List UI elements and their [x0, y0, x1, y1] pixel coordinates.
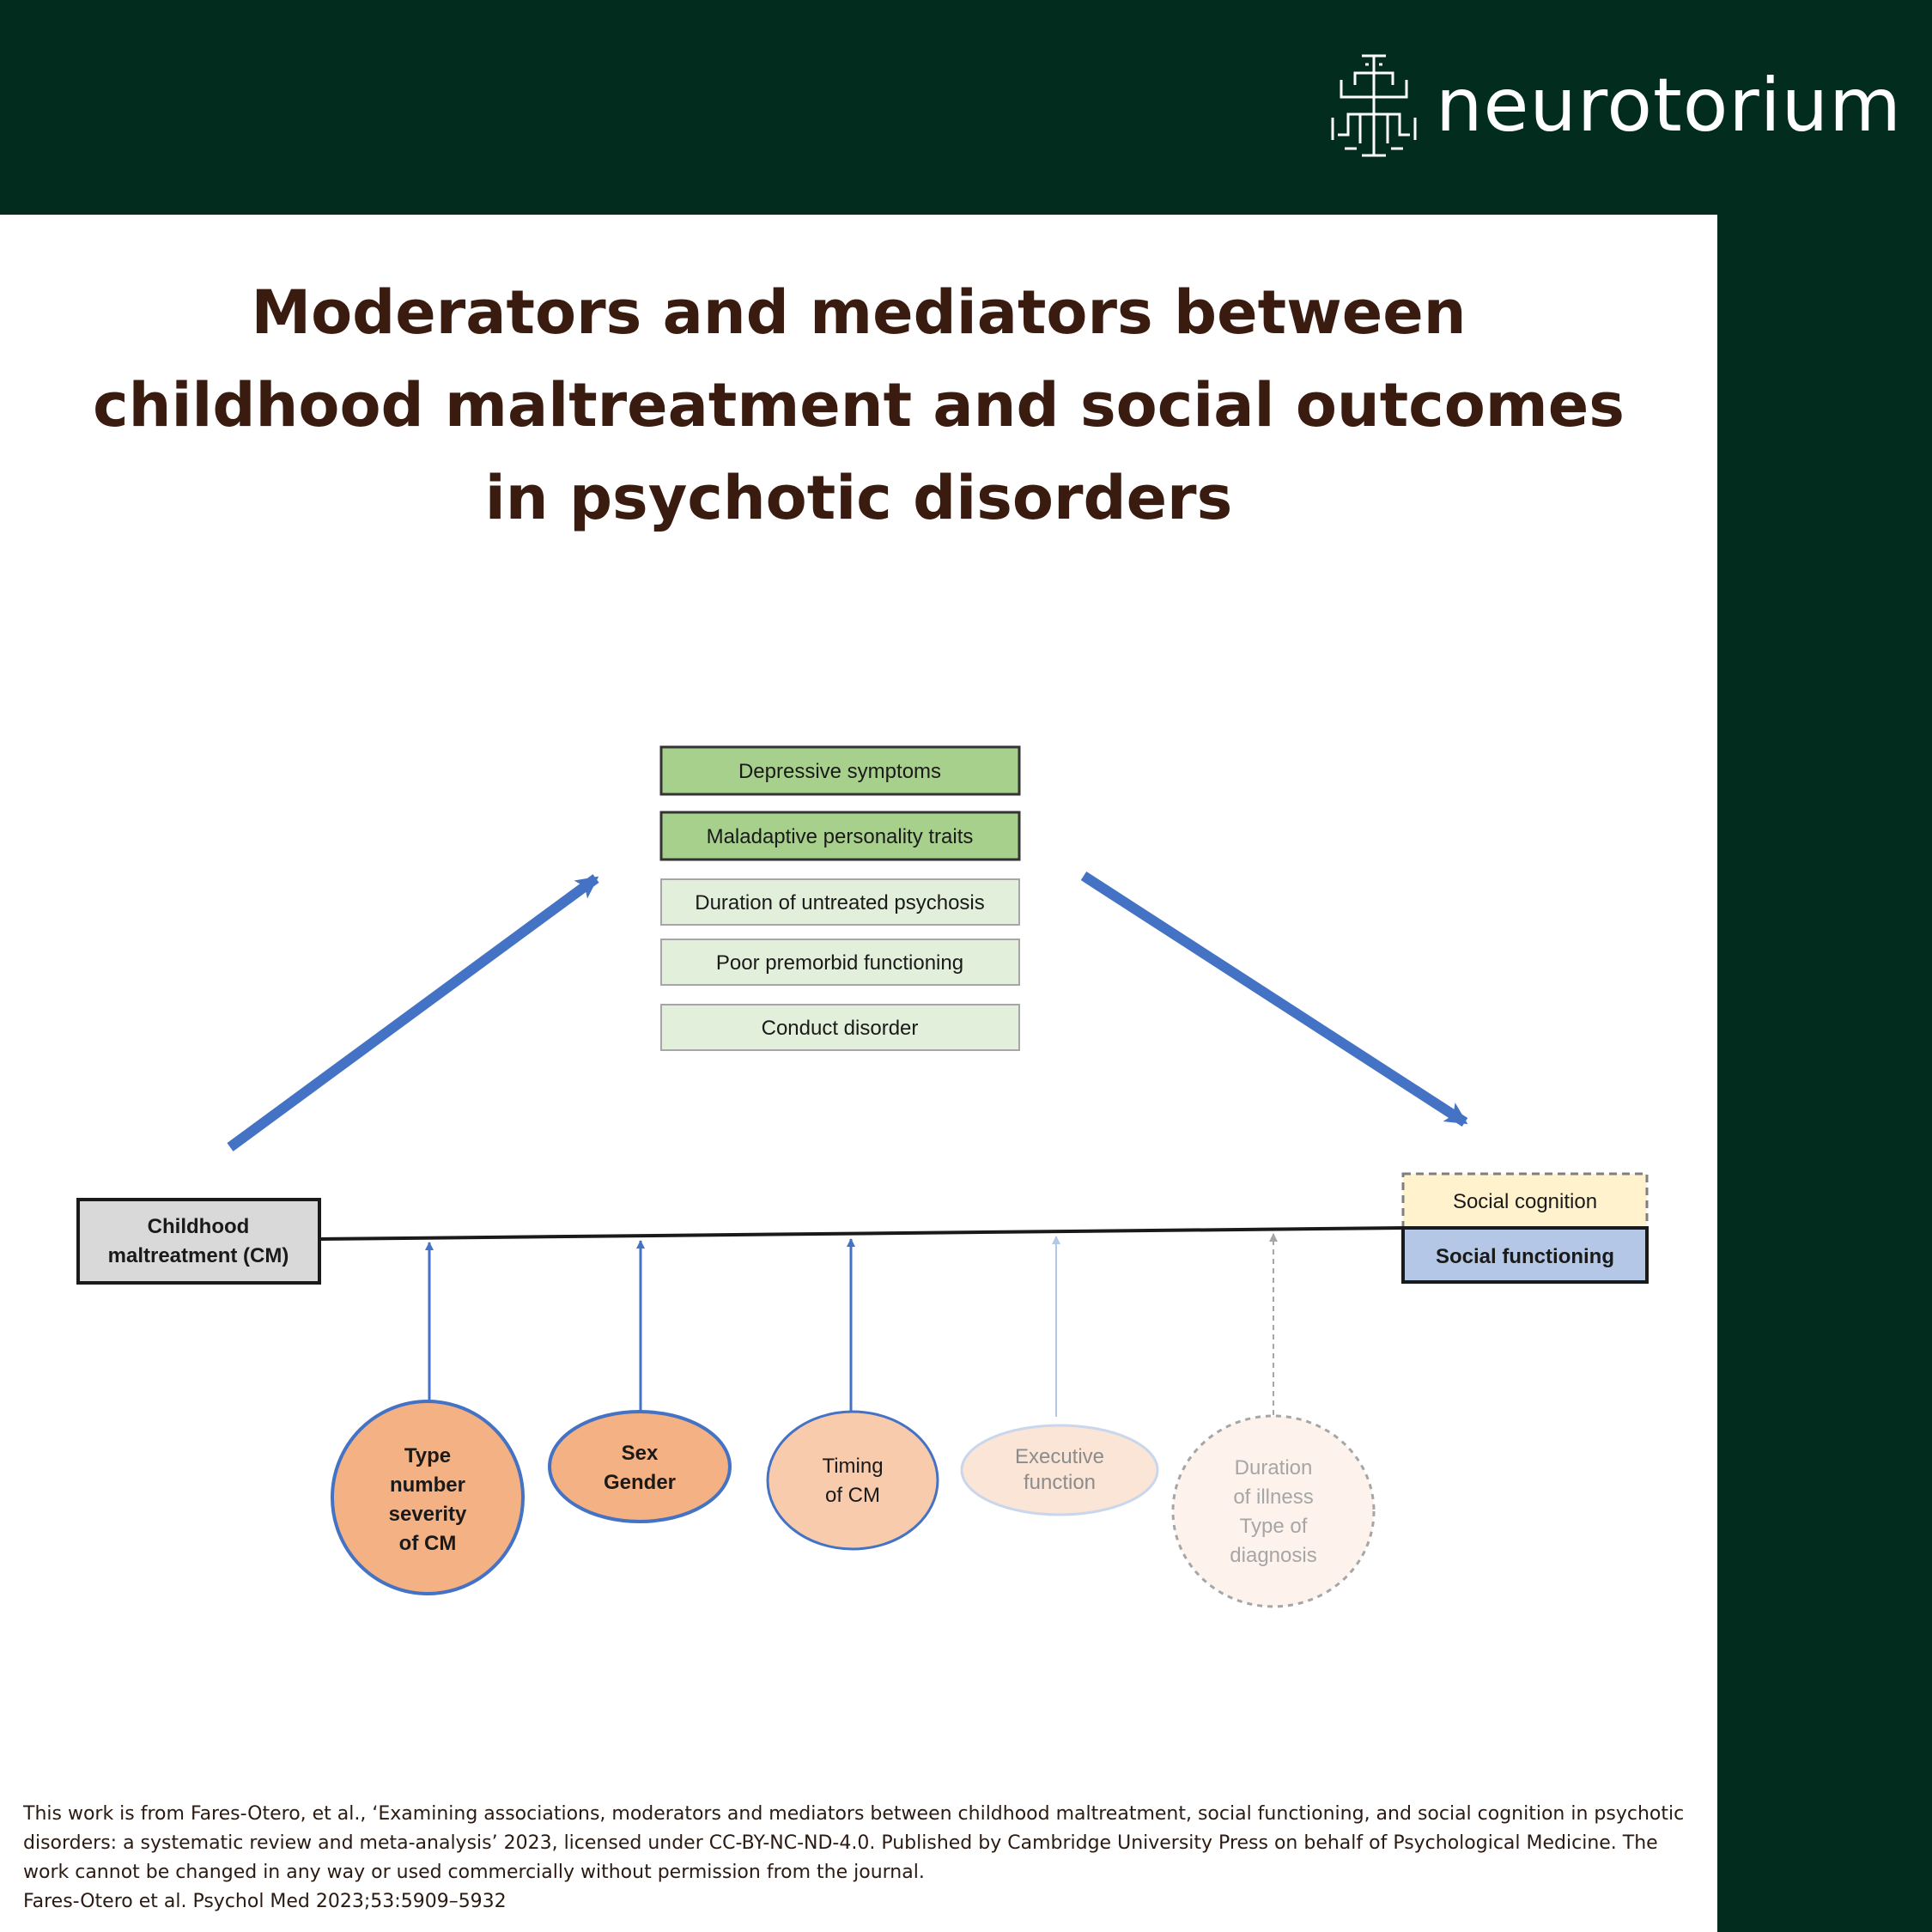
- moderator-label-line: function: [1024, 1471, 1096, 1494]
- moderator-ellipse: Sex Gender: [548, 1410, 732, 1523]
- mediator-label: Poor premorbid functioning: [716, 951, 963, 975]
- moderator-label-line: Executive: [1015, 1445, 1104, 1468]
- mediator-box: Depressive symptoms: [659, 745, 1021, 796]
- mediator-box: Conduct disorder: [660, 1004, 1020, 1051]
- moderator-label-line: of CM: [399, 1532, 457, 1555]
- exposure-label-line: maltreatment (CM): [108, 1244, 289, 1267]
- mediator-label: Depressive symptoms: [738, 760, 941, 783]
- mediation-moderation-diagram: Depressive symptoms Maladaptive personal…: [76, 745, 1649, 1608]
- moderator-label-line: diagnosis: [1230, 1544, 1316, 1567]
- title-line: in psychotic disorders: [484, 463, 1233, 533]
- main-association-line: [319, 1226, 1404, 1241]
- moderator-label-line: Duration: [1235, 1456, 1313, 1479]
- moderator-label-line: Type of: [1240, 1515, 1308, 1538]
- mediator-box: Duration of untreated psychosis: [660, 878, 1020, 926]
- content-panel: Moderators and mediators between childho…: [0, 215, 1717, 1932]
- neurotorium-logo-icon: [1331, 54, 1417, 156]
- right-side-band: [1717, 215, 1932, 1932]
- social-functioning-box: Social functioning: [1401, 1226, 1649, 1284]
- title-line: childhood maltreatment and social outcom…: [93, 370, 1625, 440]
- moderator-label-line: Timing: [822, 1455, 883, 1478]
- moderator-label-line: Type: [404, 1444, 451, 1467]
- header-band: [0, 0, 1932, 215]
- mediator-label: Duration of untreated psychosis: [695, 891, 985, 914]
- brand-logo[interactable]: neurotorium: [1329, 52, 1902, 159]
- moderator-ellipse: Type number severity of CM: [331, 1400, 525, 1595]
- moderator-label-line: Gender: [604, 1471, 676, 1494]
- moderator-label-line: of illness: [1233, 1485, 1313, 1509]
- childhood-maltreatment-box: Childhood maltreatment (CM): [76, 1198, 321, 1285]
- moderator-ellipse: Timing of CM: [766, 1410, 939, 1551]
- social-cognition-box: Social cognition: [1401, 1172, 1649, 1230]
- arrow-to-mediators: [227, 874, 599, 1151]
- mediator-box: Poor premorbid functioning: [660, 939, 1020, 986]
- brand-name: neurotorium: [1436, 62, 1902, 149]
- mediator-label: Conduct disorder: [762, 1017, 919, 1040]
- social-functioning-label: Social functioning: [1436, 1245, 1614, 1268]
- moderator-label-line: Sex: [622, 1442, 659, 1465]
- social-cognition-label: Social cognition: [1453, 1190, 1597, 1213]
- moderator-label-line: of CM: [825, 1484, 880, 1507]
- citation-text: Fares-Otero et al. Psychol Med 2023;53:5…: [23, 1891, 507, 1912]
- moderator-ellipse: Executive function: [960, 1424, 1159, 1516]
- mediator-label: Maladaptive personality traits: [707, 825, 974, 848]
- title-line: Moderators and mediators between: [251, 277, 1467, 348]
- exposure-label-line: Childhood: [148, 1215, 250, 1238]
- moderator-label-line: number: [390, 1473, 465, 1497]
- arrow-to-outcome: [1080, 871, 1468, 1127]
- mediator-box: Maladaptive personality traits: [659, 811, 1021, 861]
- moderator-label-line: severity: [389, 1503, 467, 1526]
- footer-attribution: This work is from Fares-Otero, et al., ‘…: [23, 1800, 1698, 1917]
- page-title: Moderators and mediators between childho…: [0, 266, 1717, 544]
- license-text: This work is from Fares-Otero, et al., ‘…: [23, 1803, 1685, 1883]
- moderator-ellipse: Duration of illness Type of diagnosis: [1171, 1414, 1376, 1608]
